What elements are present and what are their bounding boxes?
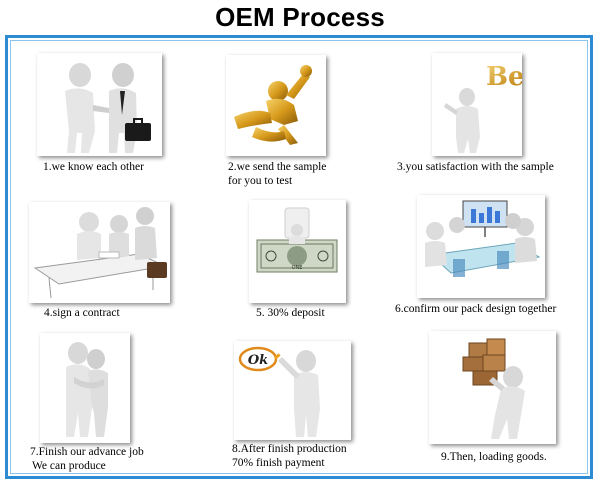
step-3-image: Best	[432, 53, 522, 156]
step-7-caption: 7.Finish our advance job We can produce	[30, 445, 144, 473]
step-1-caption: 1.we know each other	[43, 161, 144, 173]
step-9-image	[429, 331, 556, 444]
step-2-caption: 2.we send the sample for you to test	[228, 160, 326, 188]
step-8-caption: 8.After finish production 70% finish pay…	[232, 442, 347, 470]
step-8-caption-line1: 8.After finish production	[232, 443, 347, 455]
step-7-caption-line1: 7.Finish our advance job	[30, 446, 144, 458]
step-3-caption: 3.you satisfaction with the sample	[397, 161, 554, 173]
meeting-table-icon	[33, 207, 167, 299]
ok-sign-figure-icon: Ok	[238, 346, 320, 437]
step-8-image: Ok	[234, 341, 351, 440]
step-8-caption-line2: 70% finish payment	[232, 457, 325, 469]
carrying-boxes-icon	[462, 338, 525, 439]
step-5-caption: 5. 30% deposit	[256, 307, 325, 319]
best-sign-figure-icon: Best	[444, 62, 522, 153]
step-5-image: ONE	[249, 200, 346, 303]
hug-icon	[66, 342, 108, 437]
step-7-caption-line2: We can produce	[32, 460, 106, 472]
step-2-image	[226, 55, 326, 156]
step-7-image	[40, 333, 130, 443]
step-9-caption: 9.Then, loading goods.	[441, 451, 547, 463]
handshake-icon	[65, 63, 151, 153]
dollar-bill-icon: ONE	[256, 207, 338, 273]
bill-text: ONE	[292, 265, 303, 271]
step-6-image	[417, 195, 545, 298]
best-sign-text: Best	[486, 62, 522, 92]
step-4-caption: 4.sign a contract	[44, 307, 120, 319]
page-title: OEM Process	[215, 2, 385, 32]
step-6-caption: 6.confirm our pack design together	[395, 303, 557, 315]
ok-text: Ok	[248, 353, 268, 368]
step-4-image	[29, 202, 170, 303]
golden-flying-figure-icon	[234, 65, 312, 145]
step-2-caption-line1: 2.we send the sample	[228, 161, 327, 173]
team-presentation-icon	[425, 200, 541, 277]
step-1-image	[37, 53, 162, 156]
step-2-caption-line2: for you to test	[228, 175, 293, 187]
